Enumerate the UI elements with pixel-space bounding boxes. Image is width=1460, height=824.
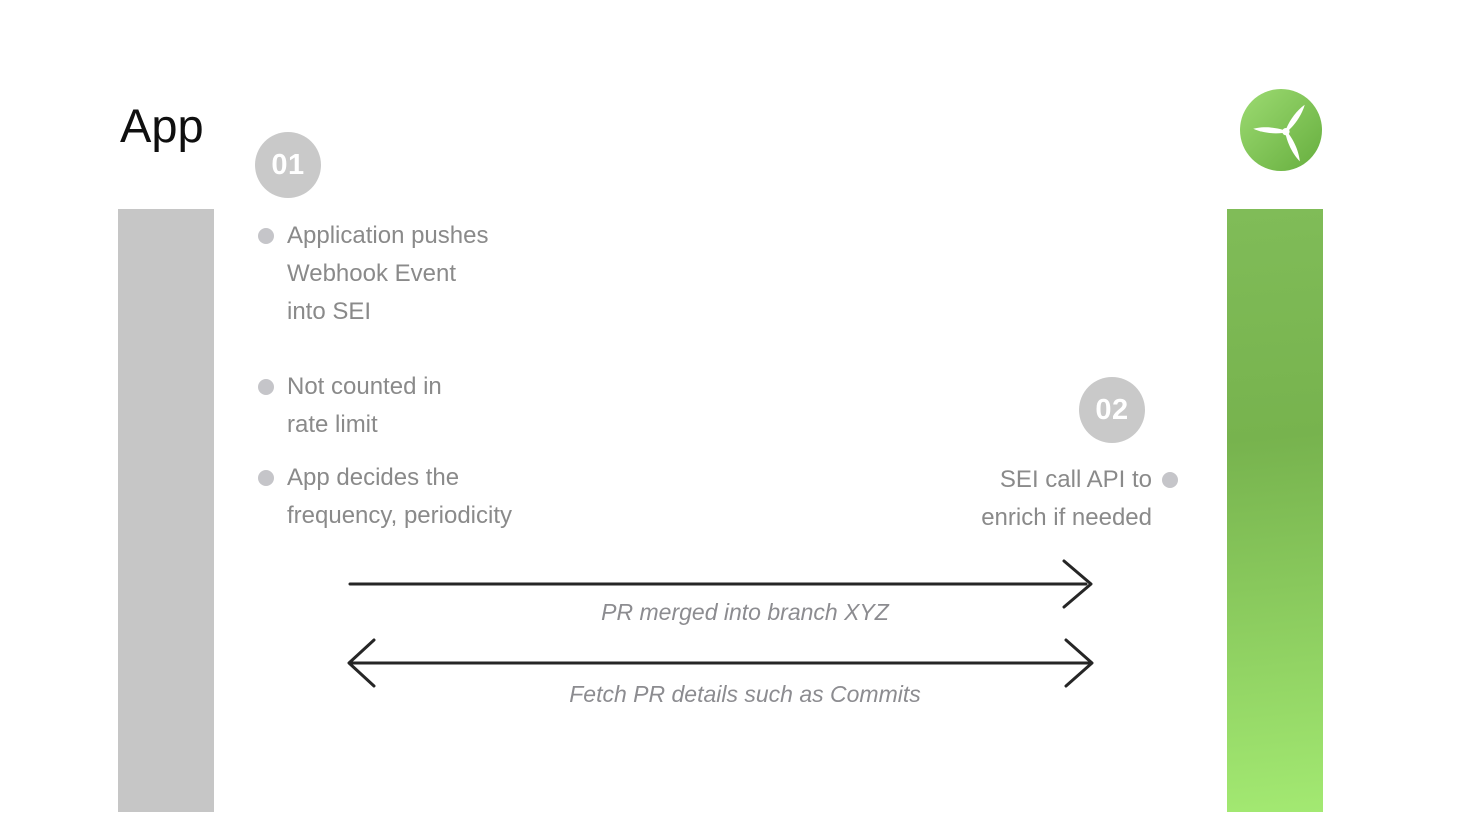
arrow-right-head-icon bbox=[1064, 638, 1094, 688]
bullet-text: SEI call API to enrich if needed bbox=[981, 461, 1152, 537]
bullet-line: rate limit bbox=[287, 411, 378, 438]
bullet-dot-icon bbox=[1162, 472, 1178, 488]
sei-bullet-item: SEI call API to enrich if needed bbox=[981, 461, 1178, 537]
app-bullet-item: Application pushes Webhook Event into SE… bbox=[258, 217, 488, 331]
right-rail-bar bbox=[1227, 209, 1323, 812]
step-badge-02: 02 bbox=[1079, 377, 1145, 443]
propeller-logo-icon bbox=[1240, 89, 1322, 171]
bullet-line: Application pushes bbox=[287, 222, 489, 249]
bullet-text: Application pushes Webhook Event into SE… bbox=[287, 217, 488, 331]
bullet-dot-icon bbox=[258, 470, 274, 486]
bullet-line: enrich if needed bbox=[981, 504, 1152, 531]
bullet-line: Webhook Event bbox=[287, 260, 456, 287]
page-title: App bbox=[120, 99, 204, 152]
arrow-right-head-icon bbox=[1062, 559, 1093, 609]
app-bullet-item: App decides the frequency, periodicity bbox=[258, 459, 512, 535]
bullet-line: Not counted in bbox=[287, 373, 442, 400]
bullet-line: frequency, periodicity bbox=[287, 502, 512, 529]
bullet-text: Not counted in rate limit bbox=[287, 368, 442, 444]
step-badge-01: 01 bbox=[255, 132, 321, 198]
bullet-dot-icon bbox=[258, 379, 274, 395]
bullet-line: SEI call API to bbox=[999, 466, 1152, 493]
bullet-text: App decides the frequency, periodicity bbox=[287, 459, 512, 535]
arrow-label: Fetch PR details such as Commits bbox=[569, 681, 921, 707]
bullet-line: into SEI bbox=[287, 298, 372, 325]
arrow-left-head-icon bbox=[347, 638, 376, 688]
bullet-dot-icon bbox=[258, 228, 274, 244]
arrow-label: PR merged into branch XYZ bbox=[601, 599, 889, 625]
bullet-line: App decides the bbox=[287, 464, 460, 491]
app-bullet-item: Not counted in rate limit bbox=[258, 368, 442, 444]
left-rail-bar bbox=[118, 209, 214, 812]
